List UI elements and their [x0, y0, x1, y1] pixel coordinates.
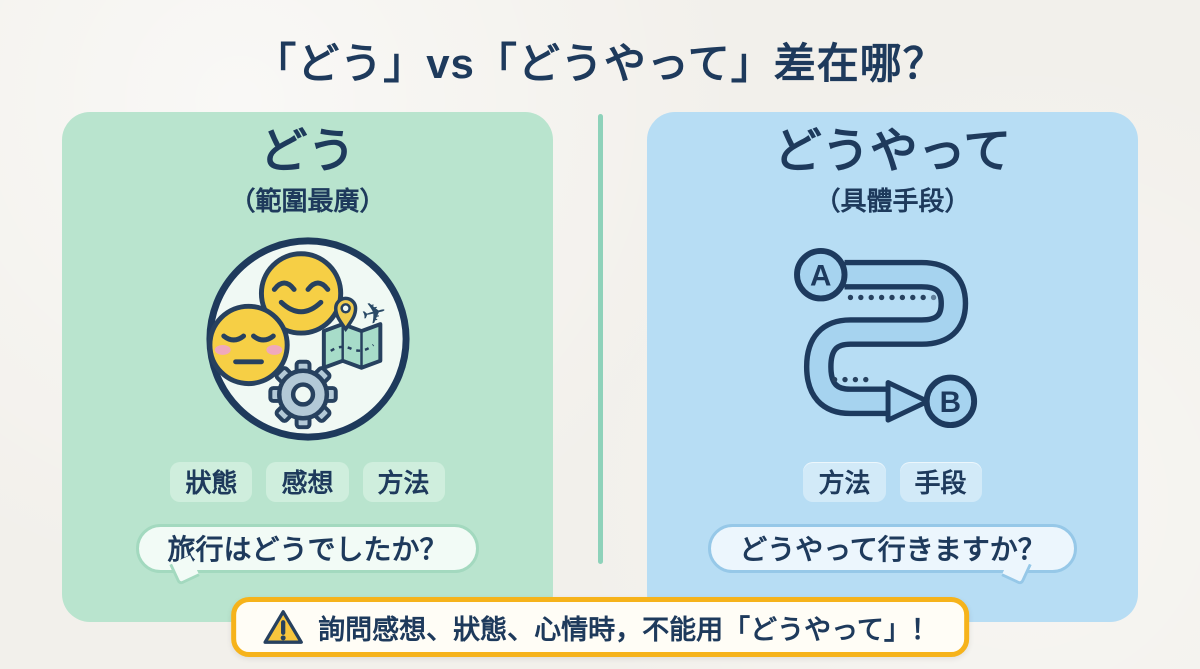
tag-method: 方法	[362, 461, 445, 502]
card-douyatte: どうやって （具體手段） A	[647, 112, 1138, 622]
tag-method: 方法	[803, 461, 886, 502]
point-a-badge: A	[793, 247, 847, 302]
location-pin-icon	[333, 296, 357, 332]
card-dou-word: どう	[259, 125, 356, 178]
example-bubble-douyatte: どうやって行きますか？	[708, 523, 1077, 573]
warning-triangle-icon	[263, 610, 303, 644]
card-douyatte-note: （具體手段）	[814, 185, 971, 216]
tag-means: 手段	[899, 461, 982, 502]
scope-circle-illustration: ✈	[205, 237, 410, 441]
douyatte-tags: 方法 手段	[803, 461, 982, 502]
route-dots	[831, 294, 936, 383]
point-b-badge: B	[923, 374, 977, 428]
warning-text: 詢問感想、狀態、心情時，不能用「どうやって」！	[318, 614, 938, 645]
smiling-face-icon	[258, 251, 343, 336]
calm-face-icon	[206, 303, 290, 386]
dou-illustration: ✈	[199, 230, 417, 448]
divider	[598, 114, 603, 564]
tag-status: 狀態	[170, 461, 253, 502]
point-a-label: A	[810, 259, 831, 292]
dou-tags: 狀態 感想 方法	[170, 461, 445, 502]
tag-impression: 感想	[266, 461, 349, 502]
douyatte-illustration: A B	[789, 230, 997, 448]
card-douyatte-word: どうやって	[773, 125, 1012, 178]
page-title: 「どう」vs「どうやって」差在哪？	[254, 40, 946, 87]
point-b-label: B	[939, 386, 960, 419]
route-ribbon	[808, 265, 963, 411]
warning-banner: 詢問感想、狀態、心情時，不能用「どうやって」！	[231, 597, 969, 657]
example-bubble-dou: 旅行はどうでしたか？	[136, 523, 479, 573]
card-dou: どう （範圍最廣）	[62, 112, 553, 622]
route-a-to-b-icon: A B	[793, 247, 977, 428]
gear-icon	[267, 359, 338, 429]
card-dou-note: （範圍最廣）	[229, 185, 386, 216]
arrow-head	[885, 379, 930, 423]
